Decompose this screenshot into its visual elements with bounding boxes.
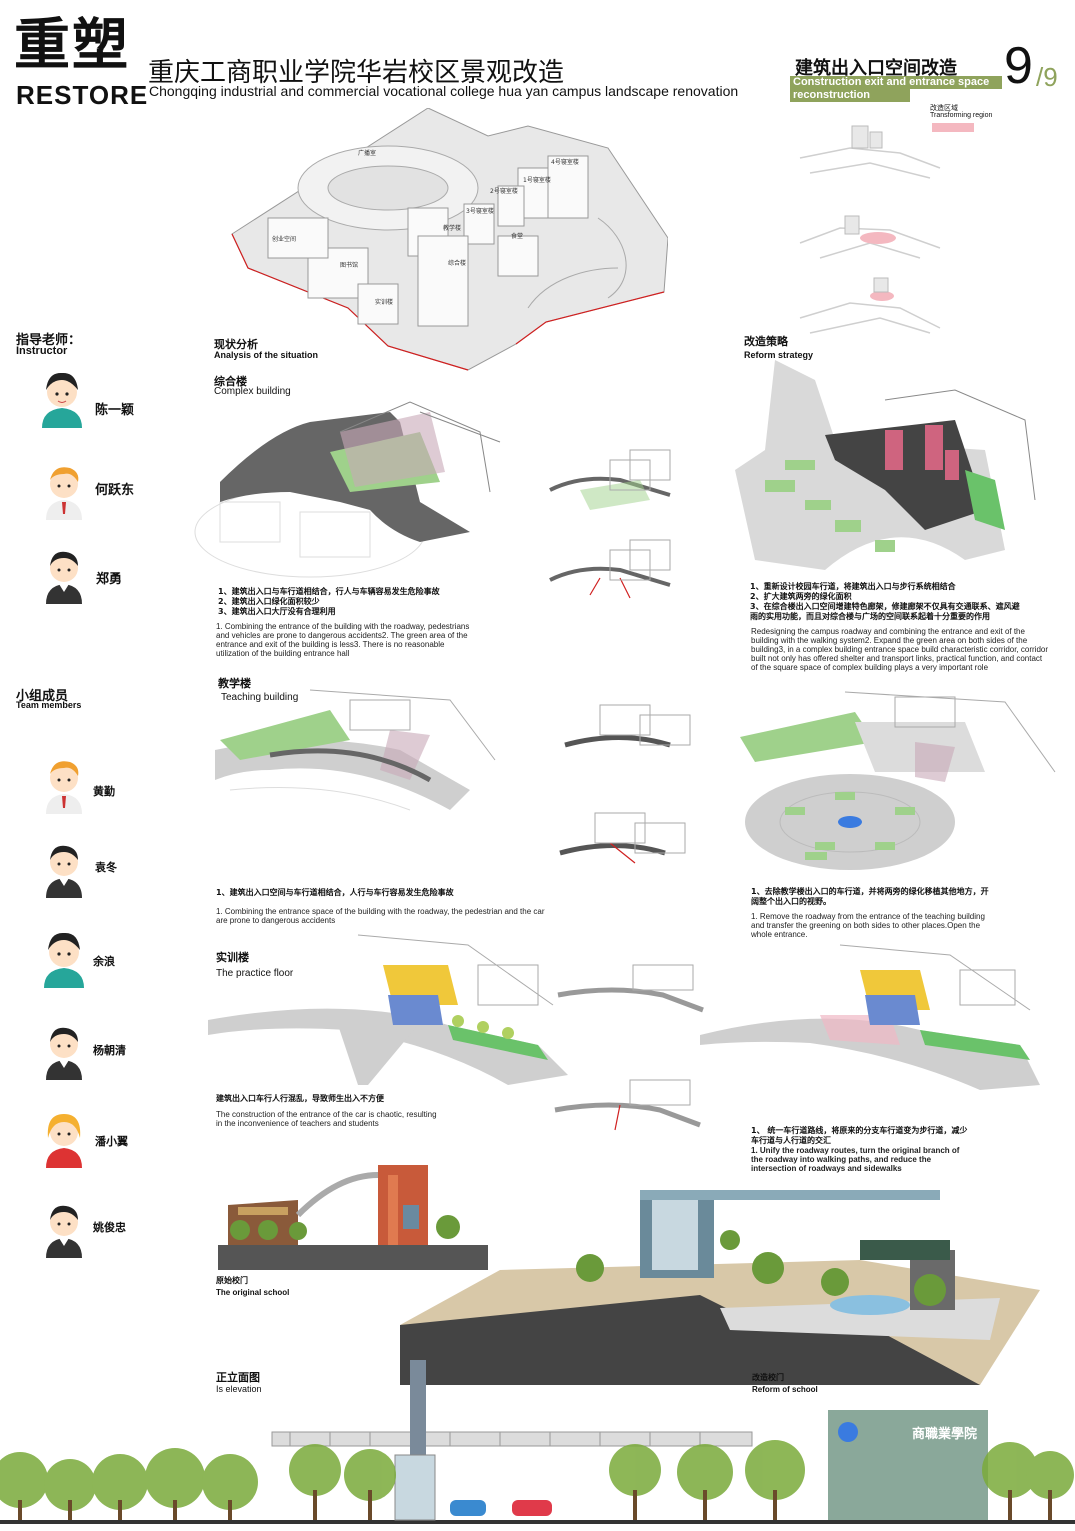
- site-label-canteen: 食堂: [511, 233, 524, 240]
- instructor-name-2: 何跃东: [95, 483, 135, 498]
- avatar: [44, 462, 84, 525]
- section-en-line2: reconstruction: [790, 89, 910, 102]
- complex-title-cn: 综合楼: [214, 375, 247, 388]
- teaching-diagram-1: [564, 704, 691, 748]
- complex-strategy-cn: 1、重新设计校园车行道，将建筑出入口与步行系统相结合 2、扩大建筑两旁的绿化面积…: [750, 582, 1020, 622]
- member-name-5: 潘小翼: [95, 1135, 128, 1148]
- key-plan-diagrams: [799, 125, 941, 334]
- elevation-sign: 商職業學院: [912, 1427, 978, 1442]
- teaching-title-cn: 教学楼: [218, 677, 251, 690]
- complex-strategy-drawing: [735, 360, 1036, 570]
- practice-problem-cn: 建筑出入口车行人行混乱，导致师生出入不方便: [216, 1094, 384, 1103]
- restore-title: RESTORE: [16, 80, 149, 110]
- page-total: /9: [1036, 62, 1058, 92]
- site-label-complex: 综合楼: [448, 260, 467, 267]
- legend-swatch: [932, 123, 974, 132]
- complex-strategy-3: 3、在综合楼出入口空间增建特色廊架，修建廊架不仅具有交通联系、遮风避雨的实用功能…: [750, 602, 1020, 621]
- section-en-line1: Construction exit and entrance space: [790, 76, 1002, 89]
- reform-gate-drawing: [400, 1190, 1040, 1385]
- complex-problems-cn: 1、建筑出入口与车行道相结合，行人与车辆容易发生危险事故 2、建筑出入口绿化面积…: [218, 587, 518, 617]
- analysis-heading-cn: 现状分析: [214, 338, 258, 351]
- member-name-4: 杨朝清: [93, 1044, 126, 1057]
- teaching-problem-cn: 1、建筑出入口空间与车行道相结合，人行与车行容易发生危险事故: [216, 888, 454, 897]
- avatar: [44, 1110, 84, 1173]
- avatar: [42, 928, 86, 993]
- teaching-current-drawing: [215, 689, 496, 811]
- complex-problem-3: 3、建筑出入口大厅没有合理利用: [218, 607, 336, 616]
- site-label-broadcast: 广播室: [358, 150, 377, 157]
- complex-title-en: Complex building: [214, 386, 291, 397]
- teaching-diagram-2: [559, 812, 686, 864]
- avatar: [44, 840, 84, 903]
- reform-gate-cn: 改造校门: [752, 1373, 784, 1382]
- site-label-dorm3: 3号寝室楼: [466, 208, 494, 215]
- instructor-heading-cn: 指导老师：: [16, 333, 82, 348]
- complex-diagram-2: [549, 539, 671, 599]
- site-label-library: 图书馆: [340, 262, 359, 269]
- teaching-problem-en: 1. Combining the entrance space of the b…: [216, 907, 545, 925]
- member-name-6: 姚俊忠: [93, 1221, 126, 1234]
- site-label-startup: 创业空间: [272, 236, 297, 243]
- member-name-3: 余浪: [93, 955, 115, 968]
- strategy-heading-cn: 改造策略: [744, 335, 788, 348]
- complex-current-drawing: [194, 401, 501, 578]
- site-label-dorm1: 1号寝室楼: [523, 177, 551, 184]
- section-title-cn: 建筑出入口空间改造: [795, 58, 957, 79]
- elevation-title-cn: 正立面图: [216, 1371, 260, 1384]
- complex-strategy-2: 2、扩大建筑两旁的绿化面积: [750, 592, 852, 601]
- complex-problem-2: 2、建筑出入口绿化面积较少: [218, 597, 320, 606]
- complex-problems-en: 1. Combining the entrance of the buildin…: [216, 622, 470, 658]
- practice-title-en: The practice floor: [216, 968, 294, 979]
- site-label-dorm2: 2号寝室楼: [490, 188, 518, 195]
- avatar: [40, 368, 84, 433]
- site-label-practice: 实训楼: [375, 299, 394, 306]
- instructor-heading-en: Instructor: [16, 345, 68, 357]
- avatar: [44, 1200, 84, 1263]
- instructor-name-3: 郑勇: [96, 572, 123, 587]
- project-title-cn: 重庆工商职业学院华岩校区景观改造: [148, 58, 565, 88]
- complex-diagram-1: [549, 449, 671, 510]
- member-name-2: 袁冬: [95, 861, 117, 874]
- project-title-en: Chongqing industrial and commercial voca…: [149, 83, 739, 99]
- legend-title: 改造区域: [930, 104, 958, 112]
- complex-strategy-en: Redesigning the campus roadway and combi…: [751, 627, 1049, 672]
- page-number: 9: [1004, 37, 1033, 95]
- complex-problem-1: 1、建筑出入口与车行道相结合，行人与车辆容易发生危险事故: [218, 587, 440, 596]
- practice-problem-en: The construction of the entrance of the …: [216, 1110, 437, 1128]
- members-heading-en: Team members: [16, 700, 82, 710]
- main-title: 重塑: [14, 13, 130, 78]
- original-gate-en: The original school: [216, 1288, 290, 1297]
- legend-label: Transforming region: [930, 112, 993, 119]
- avatar: [44, 1022, 84, 1085]
- practice-current-drawing: [208, 934, 568, 1085]
- practice-diagram-1: [557, 964, 704, 1013]
- reform-gate-en: Reform of school: [752, 1385, 818, 1394]
- avatar: [44, 756, 84, 819]
- analysis-heading-en: Analysis of the situation: [214, 350, 319, 360]
- complex-strategy-1: 1、重新设计校园车行道，将建筑出入口与步行系统相结合: [750, 582, 956, 591]
- practice-title-cn: 实训楼: [216, 951, 249, 964]
- site-label-teaching: 教学楼: [443, 225, 462, 232]
- practice-diagram-2: [554, 1079, 701, 1131]
- teaching-title-en: Teaching building: [221, 692, 299, 703]
- campus-site-plan: [231, 108, 668, 371]
- strategy-heading-en: Reform strategy: [744, 350, 814, 360]
- teaching-strategy-en: 1. Remove the roadway from the entrance …: [751, 912, 985, 939]
- practice-strategy-en: 1. Unify the roadway routes, turn the or…: [751, 1146, 960, 1173]
- section-title-en: Construction exit and entrance space rec…: [790, 76, 1002, 102]
- site-label-dorm4: 4号寝室楼: [551, 159, 579, 166]
- elevation-title-en: Is elevation: [216, 1384, 262, 1394]
- teaching-strategy-drawing: [740, 691, 1056, 870]
- original-gate-drawing: [218, 1165, 488, 1270]
- original-gate-cn: 原始校门: [216, 1276, 248, 1285]
- teaching-strategy-cn: 1、去除教学楼出入口的车行道，并将两旁的绿化移植其他地方，开阔整个出入口的视野。: [751, 887, 989, 906]
- instructor-name-1: 陈一颖: [95, 403, 135, 418]
- practice-strategy-drawing: [700, 944, 1040, 1090]
- front-elevation-drawing: [0, 1360, 1075, 1524]
- avatar: [44, 546, 84, 609]
- members-heading-cn: 小组成员: [16, 689, 69, 704]
- member-name-1: 黄勤: [93, 785, 115, 798]
- practice-strategy-cn: 1、 统一车行道路线，将原来的分支车行道变为步行道，减少车行道与人行道的交汇: [751, 1126, 968, 1145]
